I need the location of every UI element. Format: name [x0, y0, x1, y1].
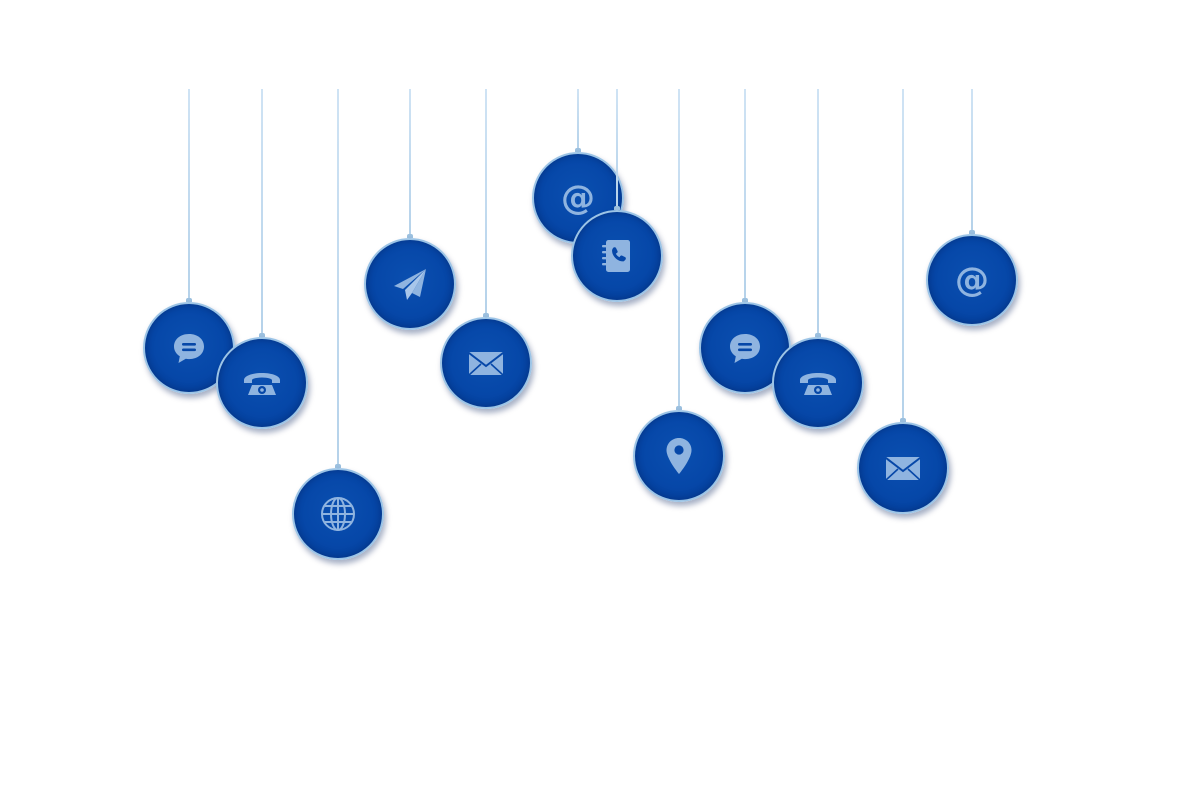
- ornament-cap: [407, 234, 413, 238]
- hanging-string: [409, 89, 411, 235]
- ornament-globe: [292, 89, 384, 560]
- ornament-envelope: [857, 89, 949, 514]
- svg-text:@: @: [561, 178, 595, 218]
- ornament-at-sign: @: [926, 89, 1018, 326]
- at-sign-icon: @: [556, 176, 600, 220]
- ornament-ball: [364, 238, 456, 330]
- hanging-string: [188, 89, 190, 299]
- ornament-phone: [772, 89, 864, 429]
- address-book-icon: [595, 234, 639, 278]
- ornament-cap: [483, 313, 489, 317]
- hanging-string: [971, 89, 973, 231]
- ornament-cap: [900, 418, 906, 422]
- ornament-phone: [216, 89, 308, 429]
- ornament-ball: [857, 422, 949, 514]
- ornament-ball: [440, 317, 532, 409]
- hanging-string: [261, 89, 263, 334]
- speech-bubble-icon: [723, 326, 767, 370]
- hanging-string: [902, 89, 904, 419]
- ornament-cap: [614, 206, 620, 210]
- ornament-ball: [292, 468, 384, 560]
- envelope-icon: [464, 341, 508, 385]
- hanging-string: [678, 89, 680, 407]
- ornament-cap: [259, 333, 265, 337]
- ornament-cap: [186, 298, 192, 302]
- ornament-ball: @: [926, 234, 1018, 326]
- ornament-envelope: [440, 89, 532, 409]
- ornament-cap: [335, 464, 341, 468]
- phone-icon: [796, 361, 840, 405]
- ornament-address-book: [571, 89, 663, 302]
- envelope-icon: [881, 446, 925, 490]
- ornament-cap: [742, 298, 748, 302]
- ornament-ball: [633, 410, 725, 502]
- hanging-string: [577, 89, 579, 149]
- ornament-ball: [216, 337, 308, 429]
- ornament-cap: [676, 406, 682, 410]
- ornament-cap: [815, 333, 821, 337]
- ornament-cap: [969, 230, 975, 234]
- ornament-paper-plane: [364, 89, 456, 330]
- ornament-ball: [143, 302, 235, 394]
- hanging-string: [744, 89, 746, 299]
- ornament-cap: [575, 148, 581, 152]
- hanging-string: [817, 89, 819, 334]
- hanging-string: [485, 89, 487, 314]
- svg-text:@: @: [955, 260, 989, 300]
- phone-icon: [240, 361, 284, 405]
- ornament-location-pin: [633, 89, 725, 502]
- ornament-ball: [772, 337, 864, 429]
- ornament-at-sign: @: [532, 89, 624, 244]
- location-pin-icon: [657, 434, 701, 478]
- ornament-speech-bubble: [143, 89, 235, 394]
- ornament-ball: @: [532, 152, 624, 244]
- hanging-string: [616, 89, 618, 207]
- ornament-ball: [571, 210, 663, 302]
- hanging-string: [337, 89, 339, 465]
- at-sign-icon: @: [950, 258, 994, 302]
- paper-plane-icon: [388, 262, 432, 306]
- speech-bubble-icon: [167, 326, 211, 370]
- globe-icon: [316, 492, 360, 536]
